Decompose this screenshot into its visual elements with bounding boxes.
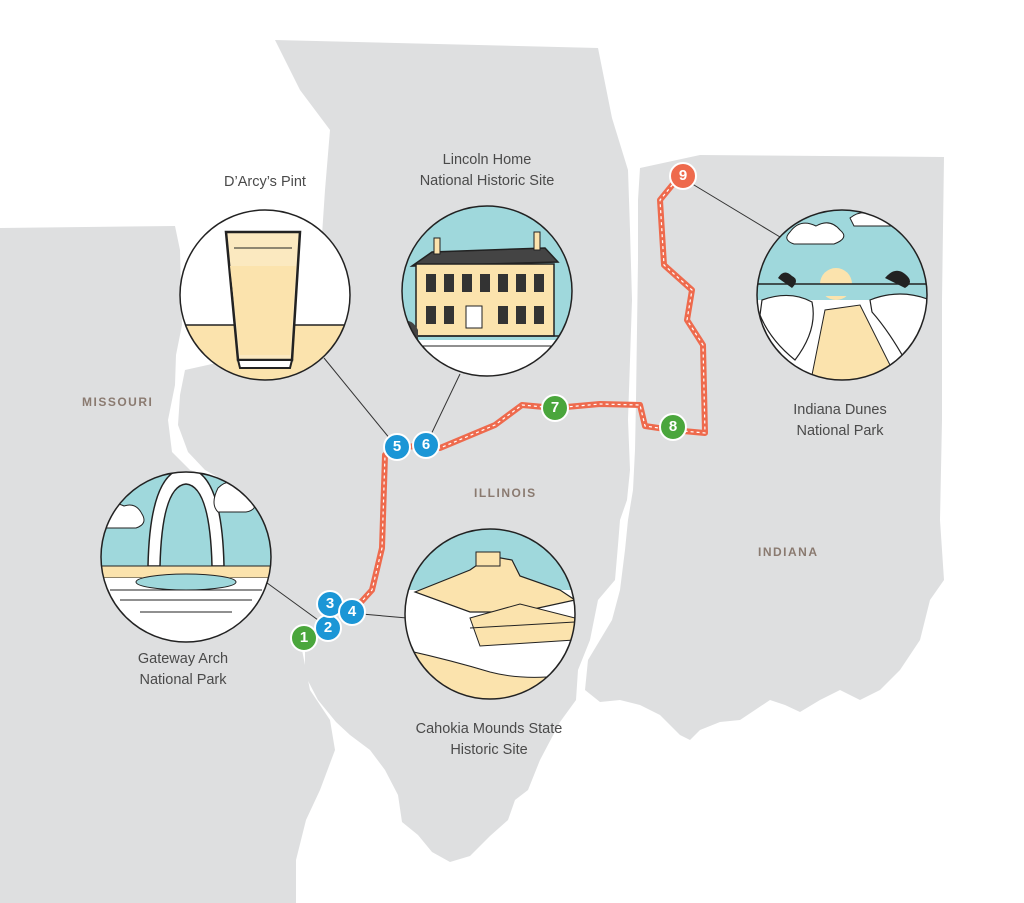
dunes-icon — [756, 209, 928, 381]
place-label-line: Gateway Arch — [137, 651, 229, 667]
route-line-dash — [302, 177, 706, 639]
place-label-lincoln-home: Lincoln Home National Historic Site — [400, 150, 574, 192]
stop-marker-4[interactable]: 4 — [338, 598, 366, 626]
stop-marker-7[interactable]: 7 — [541, 394, 569, 422]
stop-marker-8[interactable]: 8 — [659, 413, 687, 441]
mounds-icon — [404, 528, 576, 700]
place-label-line: National Park — [139, 672, 227, 688]
place-label-line: D’Arcy’s Pint — [224, 174, 306, 190]
place-label-gateway-arch: Gateway Arch National Park — [103, 649, 263, 691]
leader-lines — [262, 181, 781, 621]
place-label-darcys-pint: D’Arcy’s Pint — [180, 172, 350, 193]
place-label-line: Lincoln Home — [442, 152, 532, 168]
place-label-line: Cahokia Mounds State — [415, 721, 563, 737]
state-label-missouri: MISSOURI — [82, 395, 154, 409]
place-label-line: Historic Site — [450, 742, 528, 758]
place-label-cahokia-mounds: Cahokia Mounds State Historic Site — [400, 719, 578, 761]
stop-marker-1[interactable]: 1 — [290, 624, 318, 652]
stop-marker-2[interactable]: 2 — [314, 614, 342, 642]
stop-marker-5[interactable]: 5 — [383, 433, 411, 461]
stop-marker-6[interactable]: 6 — [412, 431, 440, 459]
place-label-line: Indiana Dunes — [793, 402, 887, 418]
house-icon — [401, 205, 573, 377]
place-label-indiana-dunes: Indiana Dunes National Park — [760, 400, 920, 442]
place-label-line: National Park — [796, 423, 884, 439]
state-label-indiana: INDIANA — [758, 545, 819, 559]
stop-marker-9[interactable]: 9 — [669, 162, 697, 190]
place-label-line: National Historic Site — [419, 173, 555, 189]
state-label-illinois: ILLINOIS — [474, 486, 537, 500]
